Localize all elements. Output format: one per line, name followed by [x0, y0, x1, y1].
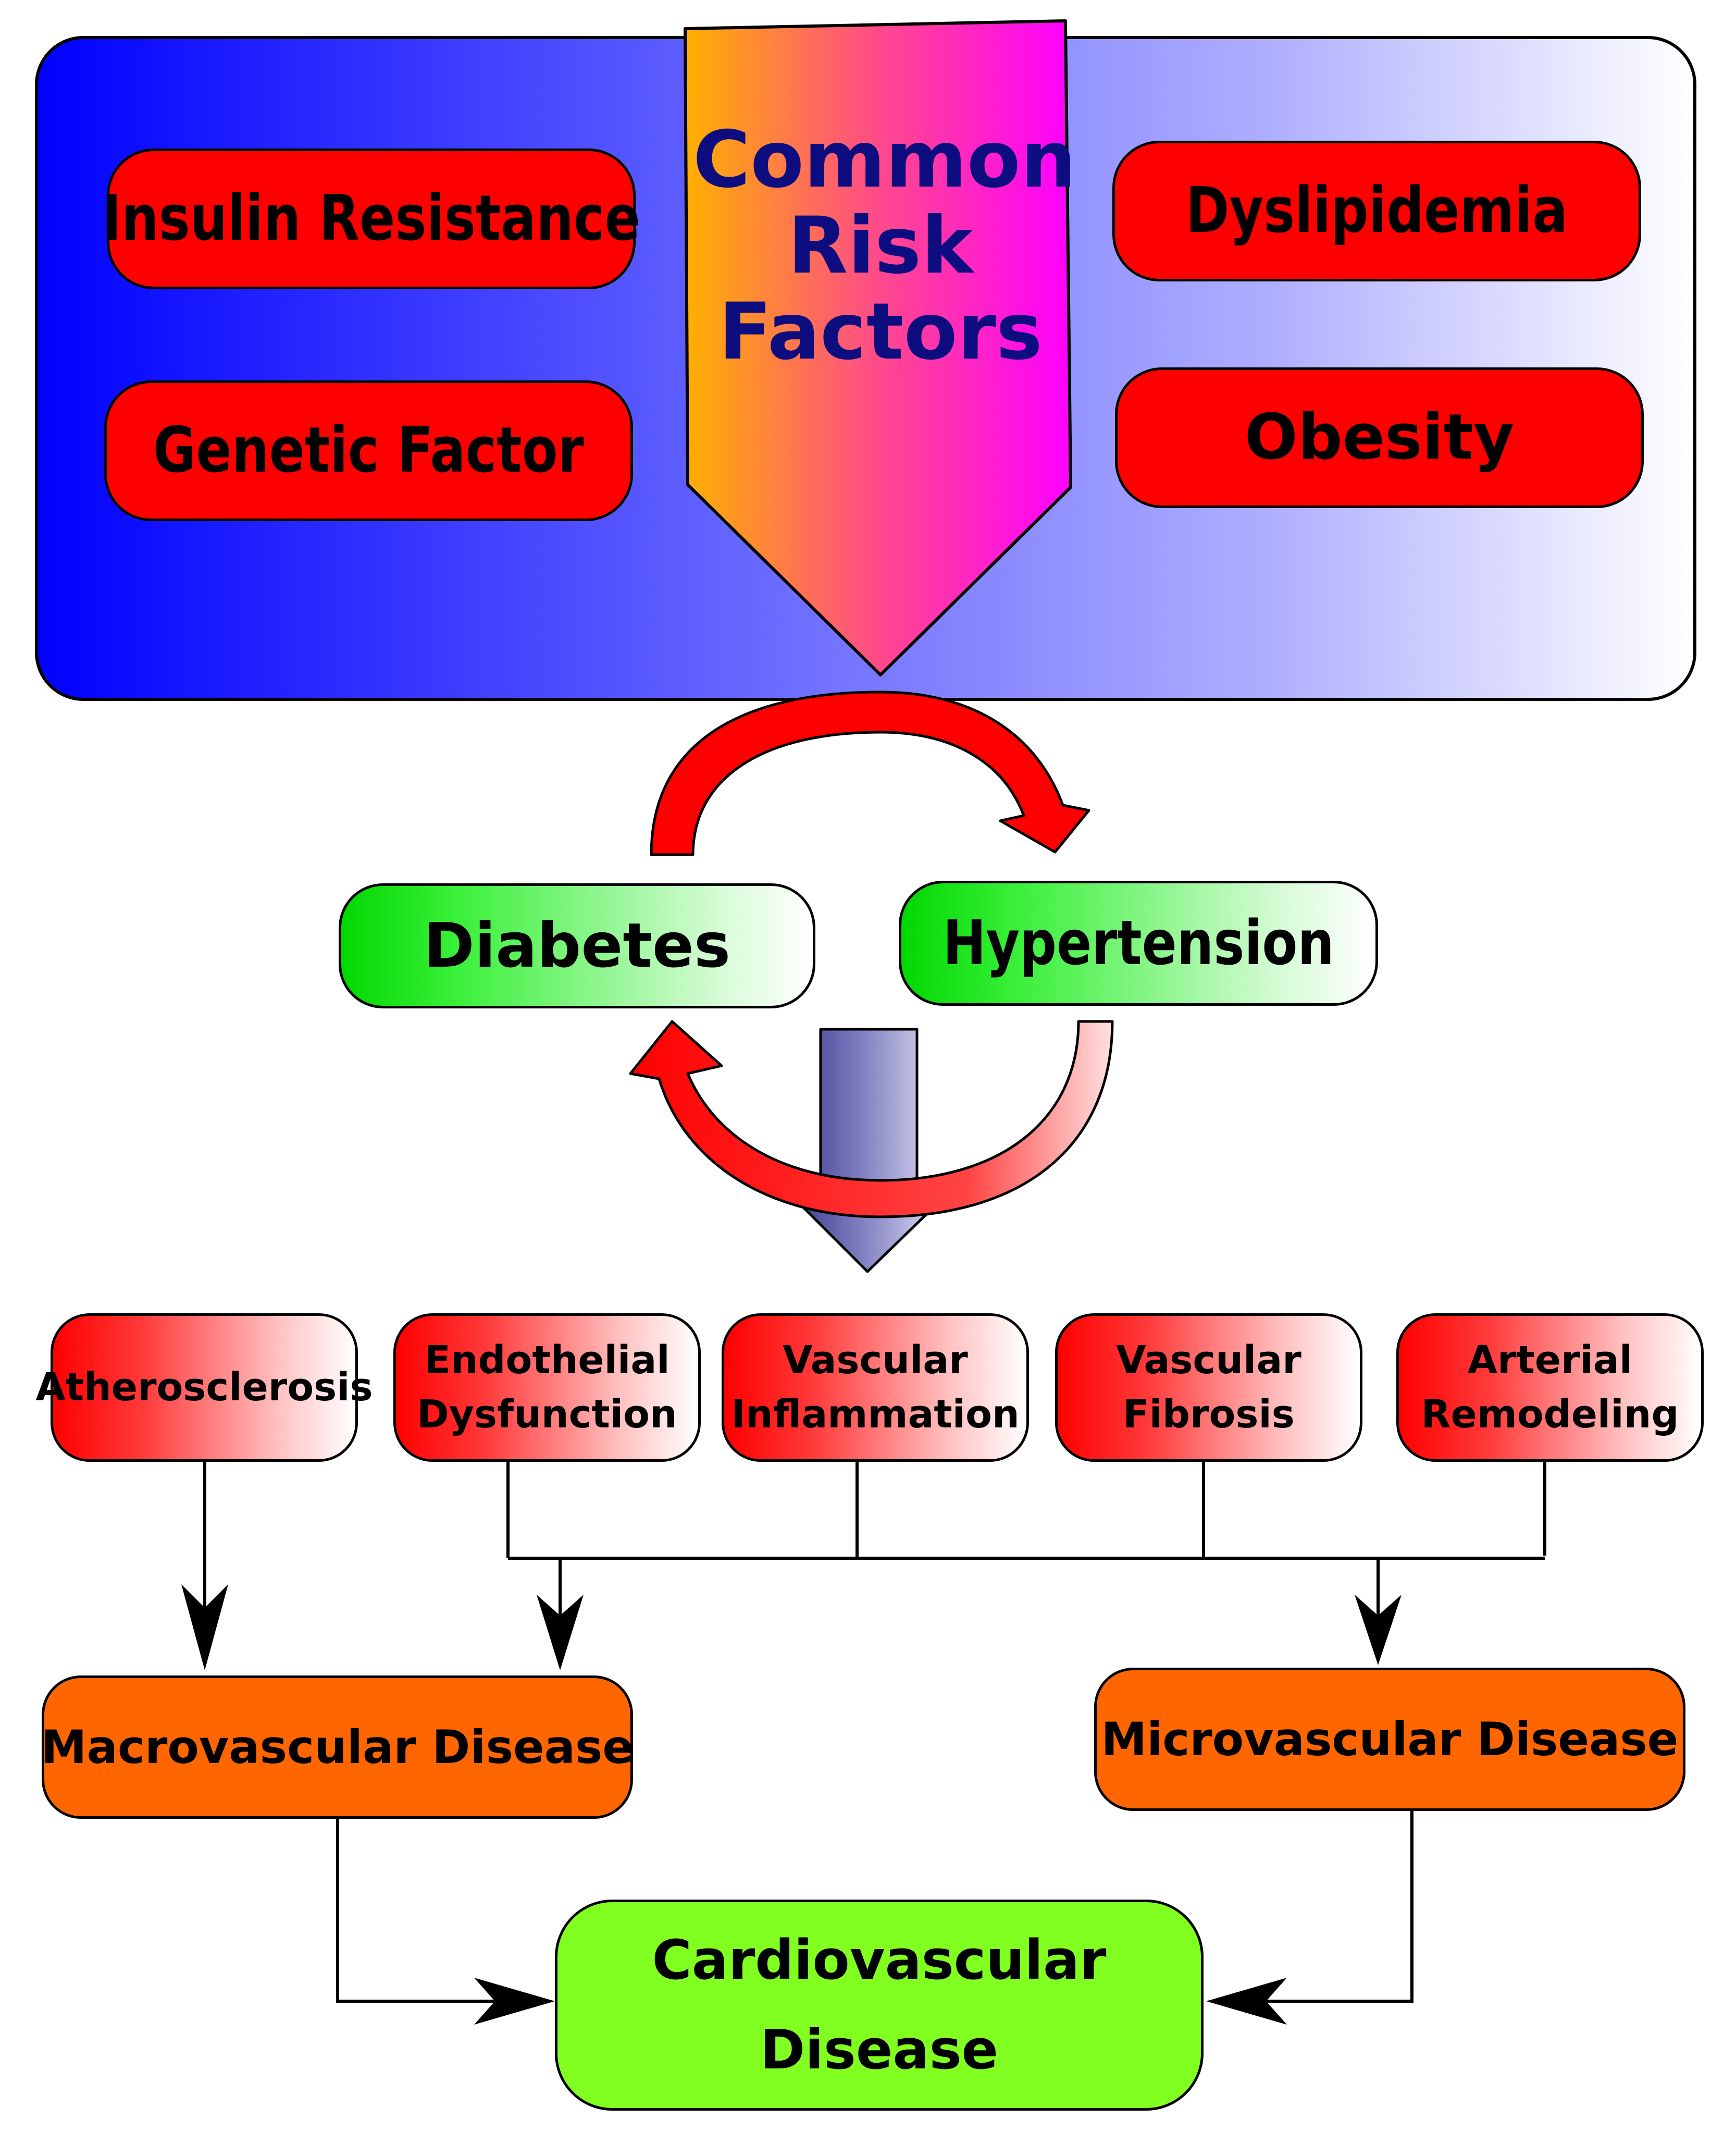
arterial-remodeling-box: Arterial Remodeling — [1396, 1313, 1704, 1462]
microvascular-to-cvd-arrow — [1211, 1811, 1413, 2004]
atherosclerosis-label: Atherosclerosis — [35, 1364, 373, 1410]
common-risk-factors-label: Common Risk Factors — [693, 115, 1076, 377]
central-down-arrow — [775, 1028, 963, 1273]
insulin-resistance-label: Insulin Resistance — [102, 182, 641, 255]
arrowhead-micro-to-cvd — [1206, 1978, 1287, 2025]
atherosclerosis-box: Atherosclerosis — [35, 1313, 373, 1462]
cardiovascular-disease-box: Cardiovascular Disease — [555, 1900, 1204, 2111]
arrowheads — [181, 1584, 1402, 2025]
macrovascular-to-cvd-arrow — [336, 1816, 545, 2004]
microvascular-disease-label: Microvascular Disease — [1101, 1712, 1679, 1766]
genetic-factor-box: Genetic Factor — [104, 380, 633, 521]
obesity-box: Obesity — [1115, 367, 1644, 508]
common-risk-factors-pentagon — [684, 19, 1072, 676]
genetic-factor-label: Genetic Factor — [153, 414, 584, 487]
macrovascular-disease-label: Macrovascular Disease — [41, 1720, 634, 1774]
arrowhead-microvascular-bus — [1355, 1595, 1402, 1665]
hypertension-to-diabetes-arrow — [629, 1020, 1114, 1218]
vascular-inflammation-box: Vascular Inflammation — [722, 1313, 1029, 1462]
vascular-fibrosis-label: Vascular Fibrosis — [1116, 1337, 1301, 1437]
diabetes-label: Diabetes — [423, 909, 731, 982]
endothelial-dysfunction-box: Endothelial Dysfunction — [393, 1313, 701, 1462]
cardiovascular-disease-label: Cardiovascular Disease — [652, 1928, 1107, 2081]
diabetes-box: Diabetes — [339, 883, 815, 1008]
diabetes-to-hypertension-arrow — [650, 691, 1090, 856]
vascular-fibrosis-box: Vascular Fibrosis — [1055, 1313, 1362, 1462]
obesity-label: Obesity — [1244, 401, 1515, 474]
vascular-inflammation-label: Vascular Inflammation — [731, 1337, 1020, 1437]
macrovascular-disease-box: Macrovascular Disease — [41, 1675, 634, 1819]
arrowhead-endothelial-bus — [537, 1595, 584, 1670]
dyslipidemia-box: Dyslipidemia — [1112, 141, 1641, 281]
arrowhead-atherosclerosis — [181, 1584, 228, 1670]
microvascular-disease-box: Microvascular Disease — [1094, 1668, 1685, 1811]
arrowhead-macro-to-cvd — [474, 1978, 555, 2025]
dyslipidemia-label: Dyslipidemia — [1185, 175, 1568, 247]
insulin-resistance-box: Insulin Resistance — [102, 149, 640, 289]
endothelial-dysfunction-label: Endothelial Dysfunction — [417, 1337, 677, 1437]
arterial-remodeling-label: Arterial Remodeling — [1421, 1337, 1679, 1437]
hypertension-label: Hypertension — [943, 907, 1334, 979]
hypertension-box: Hypertension — [899, 881, 1378, 1006]
